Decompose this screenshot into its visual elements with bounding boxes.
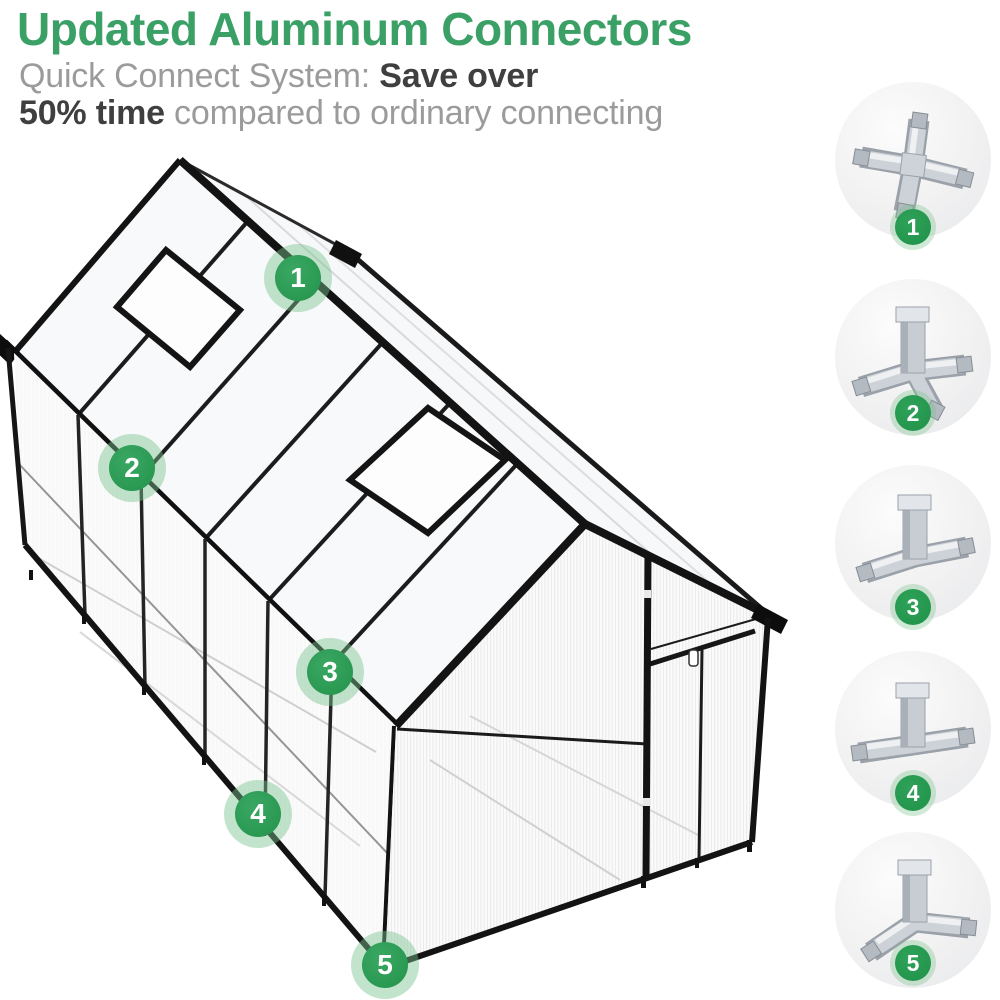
subtitle-highlight: Save over [379, 57, 539, 95]
badge-number: 1 [895, 209, 931, 245]
hinge [644, 590, 651, 598]
badge-number: 3 [895, 589, 931, 625]
wall-post [76, 414, 87, 616]
interior-line [429, 759, 621, 881]
back-corner-post [5, 347, 28, 546]
rafter [330, 461, 520, 666]
connector-photo-badge-5: 5 [890, 940, 936, 986]
foot [202, 755, 206, 765]
marker-number: 5 [362, 942, 408, 988]
gable-left-slope-bar [393, 521, 588, 729]
connector-marker-5: 5 [351, 931, 419, 999]
marker-number: 4 [235, 791, 281, 837]
connector-photo-badge-4: 4 [890, 770, 936, 816]
gable-mid-rail [396, 727, 648, 746]
four-way-cross-connector-icon [852, 111, 975, 221]
marker-number: 1 [275, 255, 321, 301]
foot [747, 840, 752, 852]
roof-left-plane [0, 157, 588, 730]
four-way-upright-connector-icon [851, 306, 974, 422]
back-gable-slope-bar [11, 158, 183, 355]
eave-end-cap [329, 240, 362, 268]
connector-marker-1: 1 [264, 244, 332, 312]
rafter [139, 279, 317, 479]
wall-post [139, 476, 147, 687]
three-way-angled-corner-connector-icon [860, 859, 978, 963]
connector-marker-2: 2 [98, 434, 166, 502]
foot [695, 858, 699, 868]
subtitle-text: compared to ordinary connecting [164, 94, 664, 132]
subtitle-highlight: 50% time [19, 94, 165, 132]
connector-photo-badge-3: 3 [890, 584, 936, 630]
subtitle-text: Quick Connect System: [19, 57, 380, 95]
foot [82, 614, 86, 624]
badge-number: 4 [895, 775, 931, 811]
foot [142, 685, 146, 695]
interior-floor-line [27, 551, 377, 753]
wall-post [263, 600, 270, 828]
rafter [203, 340, 385, 541]
gable-right-slope-bar [583, 520, 772, 620]
foot [322, 896, 326, 906]
three-way-corner-connector-icon [855, 494, 976, 584]
door-frame-post [642, 555, 652, 879]
connector-marker-4: 4 [224, 780, 292, 848]
wall-post [323, 663, 334, 898]
subtitle-line-2: 50% time compared to ordinary connecting [19, 95, 847, 132]
door-handle [688, 649, 699, 667]
roof-vent-window [345, 404, 510, 537]
ridge-bar [177, 157, 588, 527]
foot [641, 876, 646, 888]
door-header-rail [649, 628, 756, 667]
badge-number: 5 [895, 945, 931, 981]
roof-far-eave-bar [346, 249, 772, 618]
front-gable [384, 520, 788, 971]
header: Updated Aluminum Connectors Quick Connec… [17, 2, 847, 132]
gable-right-post [749, 617, 771, 843]
roof-sheet-seam [299, 225, 721, 593]
foot [29, 570, 33, 580]
subtitle-line-1: Quick Connect System: Save over [19, 58, 847, 95]
left-wall [5, 347, 400, 970]
three-way-tee-connector-icon [850, 682, 976, 764]
roof-panel [180, 160, 770, 616]
gable-bottom-sill [384, 839, 753, 971]
marker-number: 3 [307, 649, 353, 695]
subtitle: Quick Connect System: Save over 50% time… [19, 58, 847, 132]
roof-right-plane [179, 158, 772, 618]
page-title: Updated Aluminum Connectors [17, 3, 692, 55]
badge-number: 2 [895, 395, 931, 431]
roof-back-edge [179, 158, 349, 253]
connector-photo-badge-1: 1 [890, 204, 936, 250]
marker-number: 2 [109, 445, 155, 491]
connector-photo-4 [835, 651, 991, 807]
connector-marker-3: 3 [296, 638, 364, 706]
door-mid-stile [697, 649, 704, 860]
door-transom-rail [650, 618, 757, 650]
roof-sheet-seam [247, 197, 661, 563]
connector-photo-badge-2: 2 [890, 390, 936, 436]
roof-vent-window [112, 245, 245, 372]
connector-photo-1 [835, 82, 991, 238]
hinge [643, 798, 650, 806]
